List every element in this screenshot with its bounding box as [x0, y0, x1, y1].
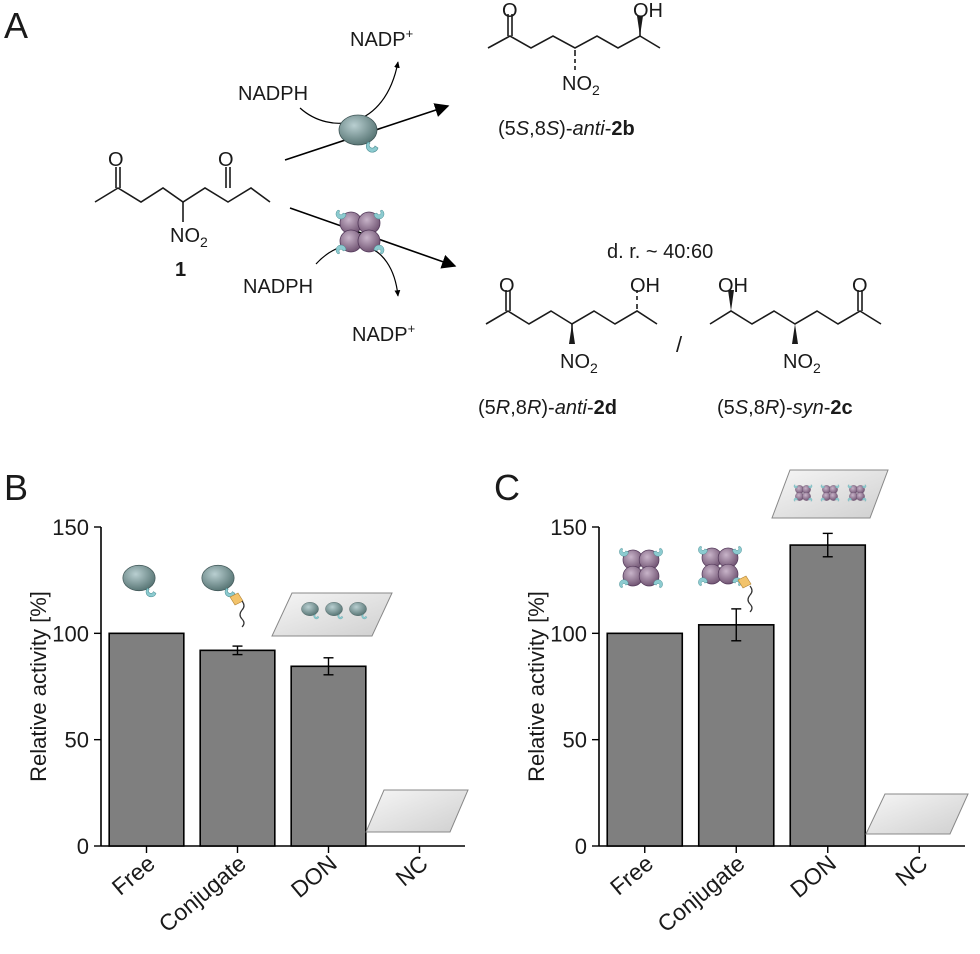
substrate-nitro-group: NO2: [170, 225, 208, 250]
product-2b-oh: OH: [633, 0, 663, 22]
free-tetramer-icon: [619, 547, 663, 589]
diastereomeric-ratio: d. r. ~ 40:60: [607, 241, 713, 263]
cofactor-nadph-bottom: NADPH: [243, 276, 313, 298]
cofactor-nadp-bottom: NADP+: [352, 321, 415, 346]
free-monomer-icon: [122, 564, 157, 598]
product-2c-carbonyl-o: O: [852, 275, 868, 297]
y-tick-label: 100: [52, 621, 89, 646]
cofactor-arrow-top: [299, 61, 400, 124]
x-tick-label-free: Free: [107, 850, 160, 900]
bar-free: [108, 632, 185, 847]
cofactor-arrow-bottom: [315, 244, 401, 297]
cofactor-nadp-top: NADP+: [350, 26, 413, 51]
y-tick-label: 150: [550, 515, 587, 540]
substrate-label: 1: [175, 259, 186, 281]
conjugate-monomer-icon: [201, 564, 245, 628]
substrate-structure: [94, 167, 271, 222]
wedge-bond-2d: [569, 324, 575, 344]
y-tick-label: 100: [550, 621, 587, 646]
product-2b-nitro: NO2: [562, 73, 600, 98]
substrate-carbonyl-o-right: O: [218, 149, 234, 171]
y-tick-label: 0: [575, 834, 587, 859]
surface-nc-icon-c: [865, 793, 969, 835]
wedge-bond-2b: [637, 16, 643, 36]
bar-don: [290, 665, 367, 847]
x-tick-label-nc: NC: [890, 850, 932, 891]
surface-don-tetramer-icon: [771, 469, 889, 519]
y-tick-label: 50: [563, 728, 587, 753]
product-2d-carbonyl-o: O: [499, 275, 515, 297]
bar-don: [789, 544, 867, 847]
product-2c-nitro: NO2: [783, 351, 821, 376]
cofactor-nadph-top: NADPH: [238, 83, 308, 105]
y-axis-label: Relative activity [%]: [524, 591, 549, 782]
x-tick-label-don: DON: [785, 850, 841, 903]
wedge-bond-2c-no2: [792, 324, 798, 344]
bar-conjugate: [697, 624, 775, 847]
y-tick-label: 50: [65, 728, 89, 753]
product-separator: /: [676, 332, 683, 357]
product-2b-structure: [487, 14, 661, 70]
x-tick-label-free: Free: [605, 850, 658, 900]
y-tick-label: 150: [52, 515, 89, 540]
product-2b-name: (5S,8S)-anti-2b: [498, 118, 635, 140]
substrate-carbonyl-o-left: O: [108, 149, 124, 171]
x-tick-label-don: DON: [286, 850, 342, 903]
surface-don-icon: [271, 592, 393, 637]
panel-label-b: B: [4, 467, 28, 508]
x-tick-label-nc: NC: [391, 850, 433, 891]
surface-nc-icon: [365, 789, 469, 833]
x-tick-label-conjugate: Conjugate: [652, 850, 749, 937]
y-tick-label: 0: [77, 834, 89, 859]
product-2c-oh: OH: [718, 275, 748, 297]
enzyme-monomer-icon: [338, 114, 379, 153]
product-2b-carbonyl-o: O: [502, 0, 518, 22]
product-2d-name: (5R,8R)-anti-2d: [478, 397, 617, 419]
bar-free: [606, 632, 684, 847]
wedge-bond-2c-oh: [728, 290, 734, 311]
panel-label-a: A: [4, 5, 28, 46]
panel-a: A O O NO2 1 NADPH NADP+ NADPH NADP+: [4, 0, 882, 419]
panel-label-c: C: [494, 467, 520, 508]
bar-conjugate: [199, 649, 276, 847]
y-axis-label: Relative activity [%]: [26, 591, 51, 782]
x-tick-label-conjugate: Conjugate: [154, 850, 251, 937]
conjugate-tetramer-icon: [698, 545, 753, 613]
product-2d-oh: OH: [630, 275, 660, 297]
product-2c-name: (5S,8R)-syn-2c: [717, 397, 853, 419]
product-2d-nitro: NO2: [560, 351, 598, 376]
